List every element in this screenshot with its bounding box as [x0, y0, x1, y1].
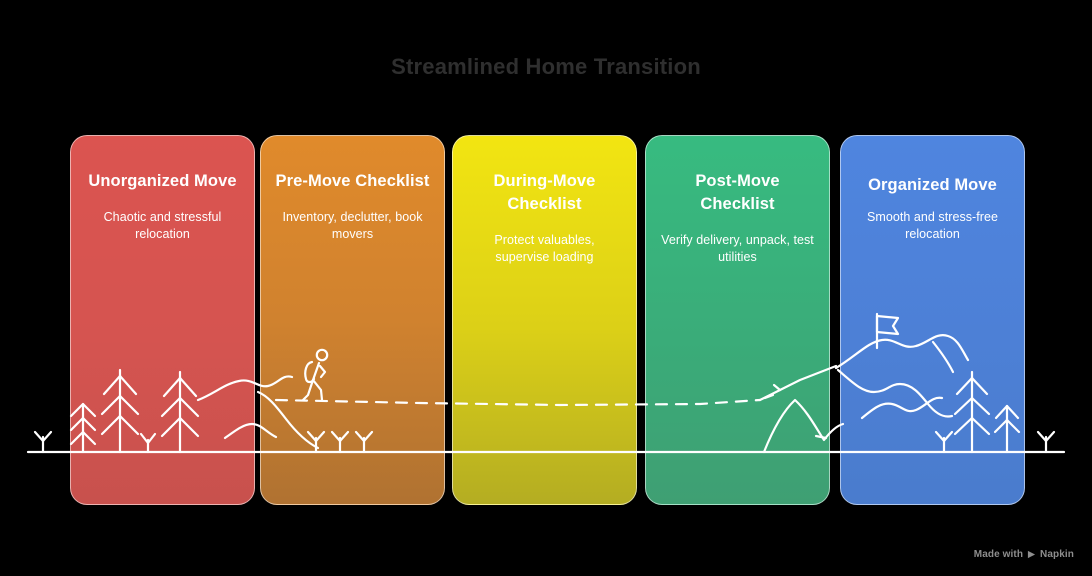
card-description: Chaotic and stressful relocation: [103, 210, 222, 241]
card-body: Post-Move Checklist Verify delivery, unp…: [646, 170, 829, 266]
card-title: During-Move Checklist: [493, 172, 596, 213]
card-title: Unorganized Move: [88, 172, 237, 190]
watermark-brand: Napkin: [1040, 549, 1074, 560]
card-post-move-checklist[interactable]: Post-Move Checklist Verify delivery, unp…: [645, 135, 830, 505]
card-body: Organized Move Smooth and stress-free re…: [841, 174, 1024, 243]
watermark: Made with Napkin: [974, 549, 1074, 560]
card-body: Unorganized Move Chaotic and stressful r…: [71, 170, 254, 243]
card-body: During-Move Checklist Protect valuables,…: [453, 170, 636, 266]
watermark-prefix: Made with: [973, 549, 1024, 560]
napkin-logo-icon: [1027, 550, 1036, 559]
card-description: Inventory, declutter, book movers: [282, 210, 423, 241]
card-title: Post-Move Checklist: [695, 172, 780, 213]
card-description: Smooth and stress-free relocation: [866, 210, 999, 241]
card-organized-move[interactable]: Organized Move Smooth and stress-free re…: [840, 135, 1025, 505]
card-description: Protect valuables, supervise loading: [494, 233, 595, 264]
card-title: Organized Move: [868, 176, 997, 194]
page-title: Streamlined Home Transition: [391, 54, 701, 79]
card-unorganized-move[interactable]: Unorganized Move Chaotic and stressful r…: [70, 135, 255, 505]
card-during-move-checklist[interactable]: During-Move Checklist Protect valuables,…: [452, 135, 637, 505]
card-pre-move-checklist[interactable]: Pre-Move Checklist Inventory, declutter,…: [260, 135, 445, 505]
card-body: Pre-Move Checklist Inventory, declutter,…: [261, 170, 444, 243]
card-title: Pre-Move Checklist: [275, 172, 430, 190]
card-description: Verify delivery, unpack, test utilities: [661, 233, 814, 264]
